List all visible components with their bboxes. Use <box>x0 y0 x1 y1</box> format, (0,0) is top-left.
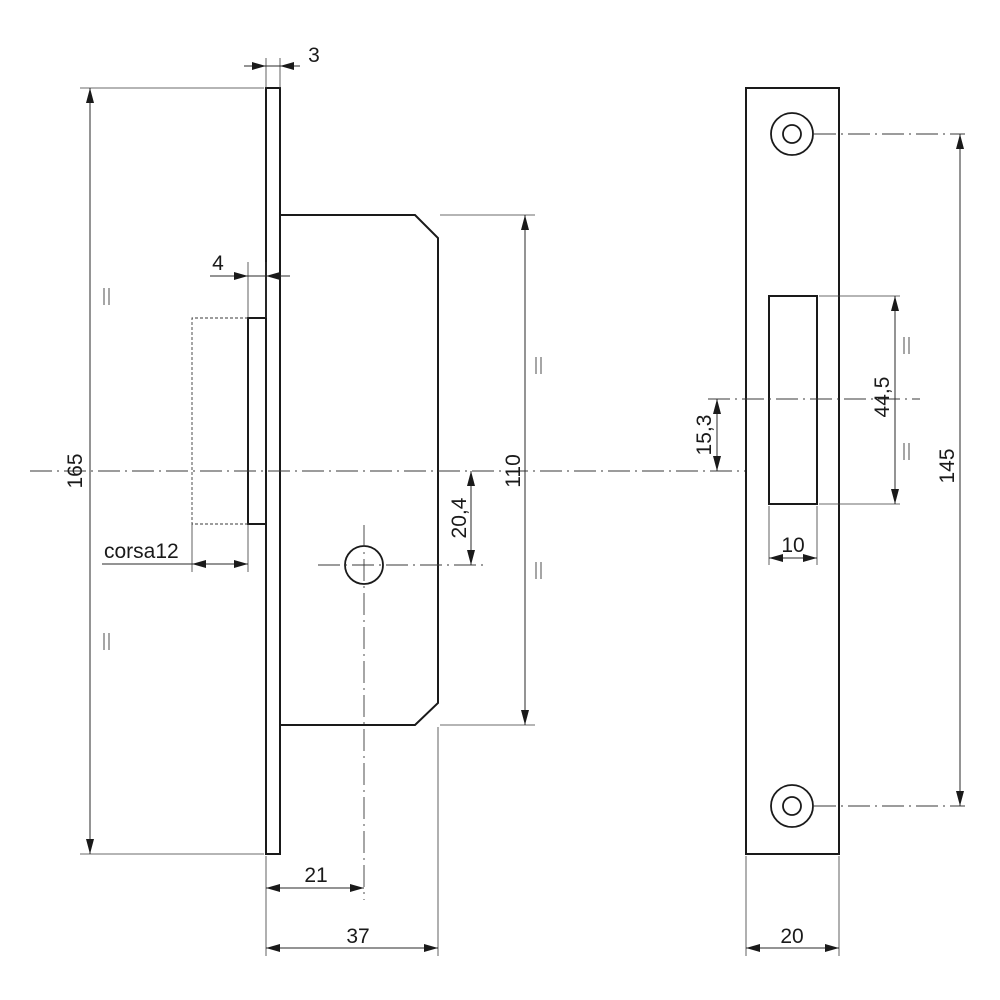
dim-corsa-arrow-left <box>192 560 206 568</box>
dim-4-label: 4 <box>212 252 224 275</box>
dim-15-3-arrow-top <box>713 399 721 414</box>
strike-plate-front-view: 145 44,5 15,3 10 20 <box>693 87 965 956</box>
dim-20-4-label: 20,4 <box>448 497 471 538</box>
dim-10-arrow-left <box>769 554 783 562</box>
dim-37-arrow-left <box>266 944 280 952</box>
dim-3-arrow-right <box>280 62 294 70</box>
dim-37-arrow-right <box>424 944 438 952</box>
dim-165-arrow-bottom <box>86 839 94 854</box>
dim-21-label: 21 <box>304 864 327 887</box>
dim-3-label: 3 <box>308 44 320 67</box>
bottom-screw-hole <box>770 784 814 828</box>
lock-case <box>279 214 439 726</box>
dim-15-3-arrow-bottom <box>713 456 721 471</box>
dim-10-label: 10 <box>781 534 804 557</box>
dim-145-arrow-bottom <box>956 791 964 806</box>
dim-corsa-label: corsa12 <box>104 540 179 563</box>
dim-37-label: 37 <box>346 925 369 948</box>
bolt-stroke-hidden-line <box>191 317 248 525</box>
equal-mark-165-upper <box>103 288 110 305</box>
dim-44-5-arrow-bottom <box>891 489 899 504</box>
dim-4-arrow-left <box>234 272 248 280</box>
dim-145-arrow-top <box>956 134 964 149</box>
equal-mark-110-upper <box>535 357 542 374</box>
dim-44-5-arrow-top <box>891 296 899 311</box>
dim-44-5-label: 44,5 <box>871 377 894 418</box>
latch-slot <box>768 295 818 505</box>
dim-10-arrow-right <box>803 554 817 562</box>
dim-165-arrow-top <box>86 88 94 103</box>
dim-20-arrow-left <box>746 944 760 952</box>
dim-21-arrow-left <box>266 884 280 892</box>
equal-mark-110-lower <box>535 562 542 579</box>
dim-20-label: 20 <box>780 925 803 948</box>
dim-3-arrow-left <box>252 62 266 70</box>
lock-side-view: 165 3 4 corsa12 110 <box>30 44 835 956</box>
equal-mark-165-lower <box>103 633 110 650</box>
dim-20-4-arrow-bottom <box>467 550 475 565</box>
dim-110-label: 110 <box>502 454 525 487</box>
dim-165-label: 165 <box>64 453 87 488</box>
dim-21-arrow-right <box>350 884 364 892</box>
dim-corsa-arrow-right <box>234 560 248 568</box>
dim-15-3-label: 15,3 <box>693 415 716 456</box>
equal-mark-44-5-upper <box>903 337 910 354</box>
top-screw-hole <box>770 112 814 156</box>
dim-20-arrow-right <box>825 944 839 952</box>
dim-145-label: 145 <box>936 448 959 483</box>
dim-110-arrow-bottom <box>521 710 529 725</box>
dim-110-arrow-top <box>521 215 529 230</box>
dim-20-4-arrow-top <box>467 471 475 486</box>
dim-4-arrow-right <box>266 272 280 280</box>
latch-bolt <box>247 317 267 525</box>
equal-mark-44-5-lower <box>903 443 910 460</box>
